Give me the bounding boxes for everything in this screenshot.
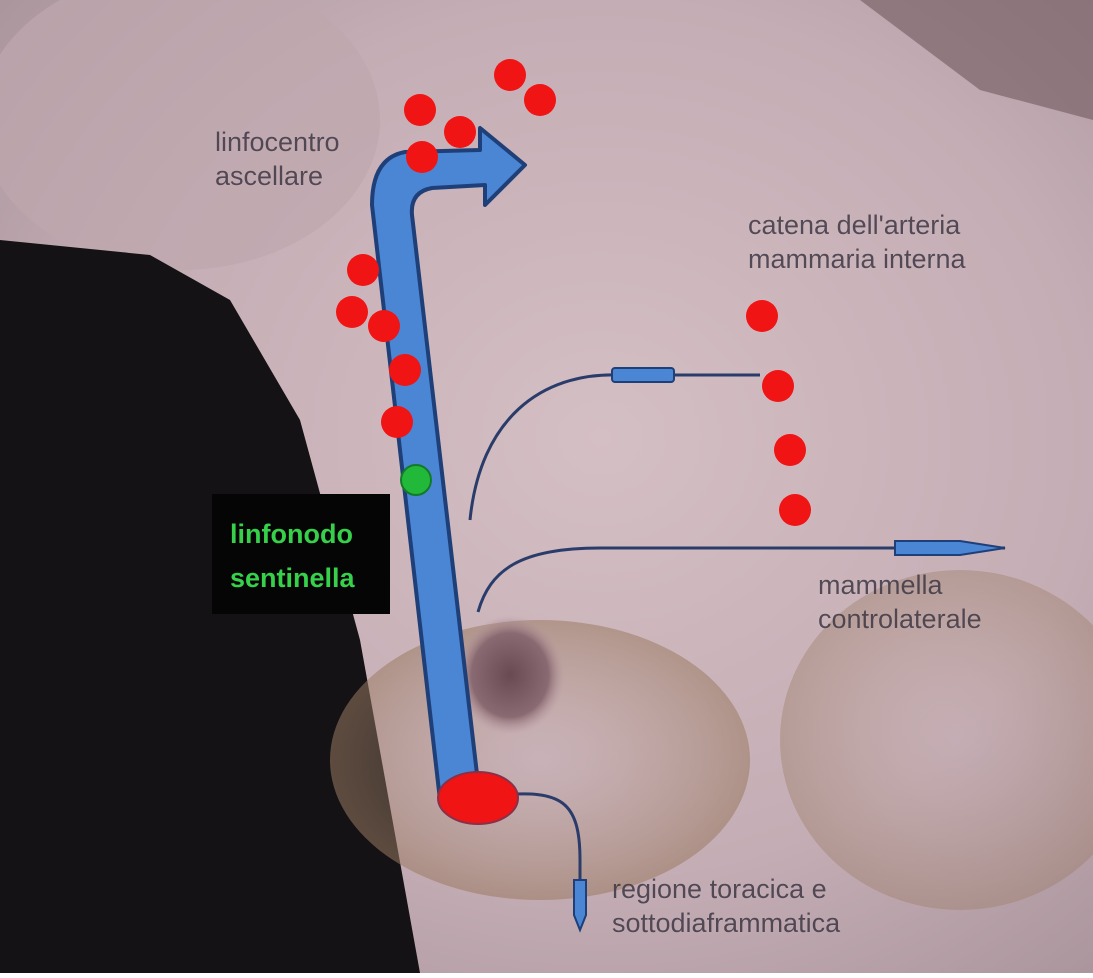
- tumor-site: [438, 772, 518, 824]
- label-sentinel-node: linfonodo sentinella: [230, 512, 390, 600]
- sentinel-node: [401, 465, 431, 495]
- label-contralateral-breast: mammella controlaterale: [818, 568, 982, 636]
- label-internal-mammary-chain: catena dell'arteria mammaria interna: [748, 208, 966, 276]
- label-thoracic-region: regione toracica e sottodiaframmatica: [612, 872, 840, 940]
- label-axillary: linfocentro ascellare: [215, 125, 340, 193]
